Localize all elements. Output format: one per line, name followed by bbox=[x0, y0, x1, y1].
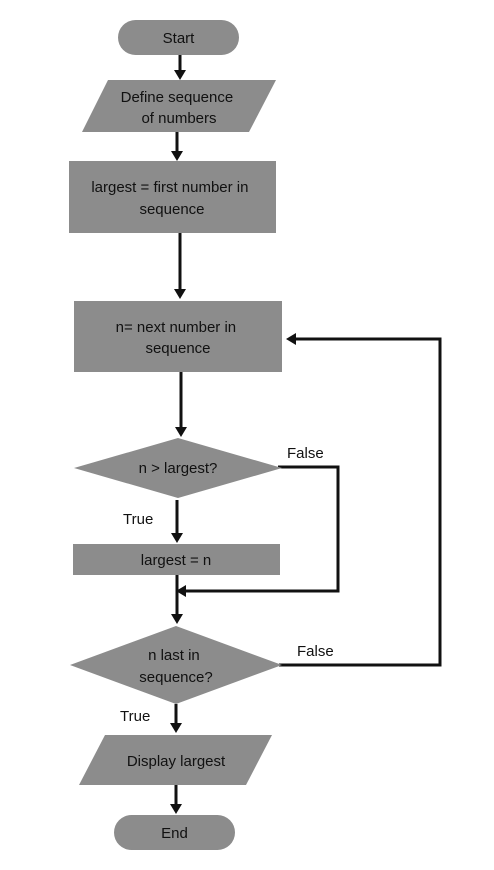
start-terminal-shape bbox=[118, 20, 239, 55]
last-check-line-1: n last in bbox=[148, 647, 200, 664]
define-sequence-node: Define sequence of numbers bbox=[82, 80, 276, 132]
arrowhead-display bbox=[170, 723, 182, 733]
start-node: Start bbox=[118, 20, 239, 55]
start-label: Start bbox=[163, 30, 196, 47]
init-largest-label: largest = first number in sequence bbox=[91, 179, 252, 218]
compare-decision-shape bbox=[74, 438, 282, 498]
compare-label: n > largest? bbox=[139, 460, 218, 477]
compare-true-label: True bbox=[123, 511, 153, 528]
arrowhead-next bbox=[174, 289, 186, 299]
arrowhead-define bbox=[174, 70, 186, 80]
edge-compare-false-loop bbox=[184, 465, 340, 593]
arrowhead-merge bbox=[176, 585, 186, 597]
display-largest-node: Display largest bbox=[79, 735, 272, 785]
arrowhead-loop-back bbox=[286, 333, 296, 345]
define-sequence-line-2: of numbers bbox=[141, 110, 216, 127]
end-node: End bbox=[114, 815, 235, 850]
next-number-line-2: sequence bbox=[145, 340, 210, 357]
arrowhead-last-check bbox=[171, 614, 183, 624]
last-check-line-2: sequence? bbox=[139, 669, 212, 686]
define-sequence-label: Define sequence of numbers bbox=[121, 89, 238, 127]
next-number-line-1: n= next number in bbox=[116, 319, 237, 336]
end-terminal-shape bbox=[114, 815, 235, 850]
next-number-label: n= next number in sequence bbox=[116, 319, 241, 357]
arrowhead-init bbox=[171, 151, 183, 161]
assign-node: largest = n bbox=[73, 544, 280, 575]
connectors bbox=[170, 55, 442, 814]
display-largest-shape bbox=[79, 735, 272, 785]
init-largest-line-1: largest = first number in bbox=[91, 179, 248, 196]
init-largest-shape bbox=[69, 161, 276, 233]
assign-label: largest = n bbox=[141, 552, 211, 569]
init-largest-line-2: sequence bbox=[139, 201, 204, 218]
compare-node: n > largest? bbox=[74, 438, 282, 498]
arrowhead-compare bbox=[175, 427, 187, 437]
assign-shape bbox=[73, 544, 280, 575]
last-check-decision-shape bbox=[70, 626, 282, 704]
arrowhead-assign bbox=[171, 533, 183, 543]
end-label: End bbox=[161, 825, 188, 842]
define-sequence-shape bbox=[82, 80, 276, 132]
edge-last-false-loop bbox=[279, 337, 442, 667]
arrowhead-end bbox=[170, 804, 182, 814]
edge-labels: False True False True bbox=[120, 445, 334, 725]
display-largest-label: Display largest bbox=[127, 753, 226, 770]
last-check-label: n last in sequence? bbox=[139, 647, 212, 686]
define-sequence-line-1: Define sequence bbox=[121, 89, 234, 106]
init-largest-node: largest = first number in sequence bbox=[69, 161, 276, 233]
last-check-node: n last in sequence? bbox=[70, 626, 282, 704]
last-check-true-label: True bbox=[120, 708, 150, 725]
next-number-shape bbox=[74, 301, 282, 372]
next-number-node: n= next number in sequence bbox=[74, 301, 282, 372]
last-check-false-label: False bbox=[297, 643, 334, 660]
compare-false-label: False bbox=[287, 445, 324, 462]
